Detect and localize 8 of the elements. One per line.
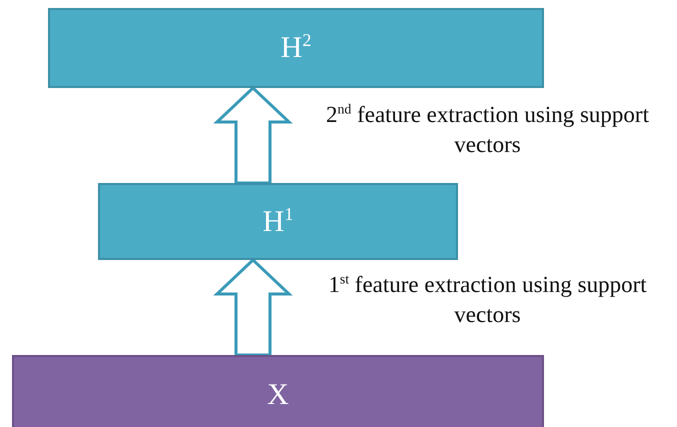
layer-box bbox=[12, 355, 544, 427]
layer-label: X bbox=[267, 378, 289, 412]
layer-box bbox=[98, 183, 458, 260]
layer-label: H$^{2}$ bbox=[280, 31, 312, 65]
block-arrow bbox=[213, 86, 293, 184]
block-arrow bbox=[213, 258, 293, 356]
layer-label: H$^{1}$ bbox=[262, 204, 294, 238]
layer-box bbox=[48, 8, 544, 88]
